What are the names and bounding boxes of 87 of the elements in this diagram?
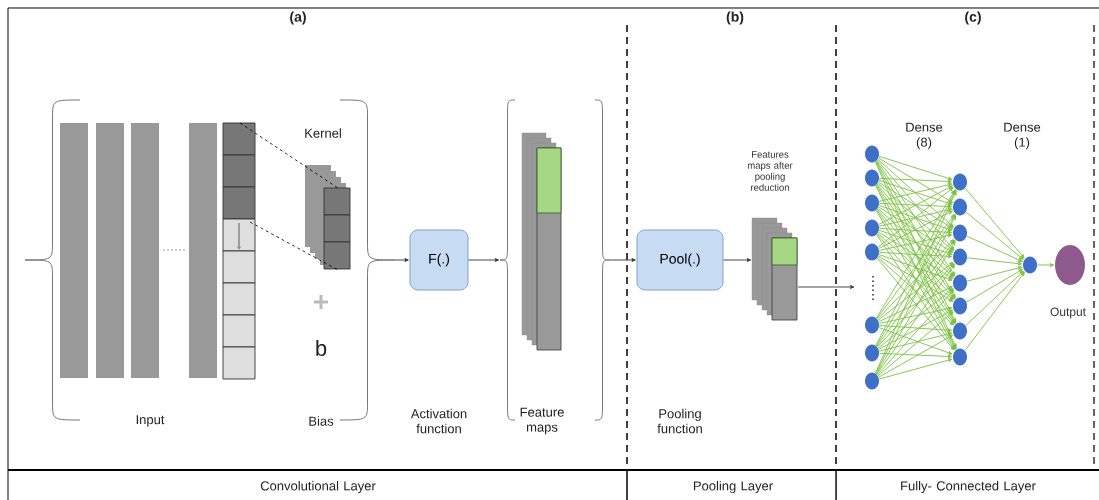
neuron-circle <box>953 248 967 266</box>
neuron-circle <box>865 145 879 163</box>
arrow <box>964 187 1025 259</box>
arrow <box>877 207 954 278</box>
arrow <box>878 177 953 184</box>
feature-map-drawing <box>499 99 611 421</box>
feature-map-drawing <box>751 217 798 321</box>
arrow <box>966 235 1023 262</box>
arrow <box>877 255 954 302</box>
arrow <box>878 309 953 350</box>
arrow <box>878 325 953 333</box>
arrow <box>878 286 953 323</box>
label: Activation function <box>410 408 467 434</box>
arrow <box>878 334 953 378</box>
arrow <box>878 155 953 181</box>
neuron-circle <box>1023 256 1037 274</box>
arrow <box>468 258 500 262</box>
node-label: Features maps after pooling reduction <box>747 151 793 191</box>
arrow <box>966 266 1023 282</box>
arrow <box>876 183 955 277</box>
arrow <box>877 231 954 279</box>
function-box: Pool(.) <box>636 229 724 291</box>
neuron-circle <box>865 169 879 187</box>
arrow <box>609 258 636 262</box>
neuron-circle <box>865 194 879 212</box>
layer-name: Fully- Connected Layer <box>901 480 1036 494</box>
arrow <box>876 208 955 300</box>
label: Feature maps <box>520 407 564 435</box>
arrow <box>964 271 1025 352</box>
arrow <box>965 211 1024 260</box>
label: Input <box>136 415 165 427</box>
neuron-circle <box>953 274 967 292</box>
arrow <box>876 264 956 375</box>
arrow <box>878 229 953 256</box>
arrow <box>878 251 953 259</box>
arrow <box>878 358 953 380</box>
arrow <box>878 306 953 324</box>
panel-letter: (c) <box>965 11 981 25</box>
arrow <box>876 160 956 276</box>
neuron-circle <box>865 219 879 237</box>
arrow <box>877 288 954 349</box>
neuron-circle <box>953 297 967 315</box>
arrow <box>876 184 956 299</box>
neuron-circle <box>953 348 967 366</box>
arrow <box>876 289 955 376</box>
arrow <box>966 268 1023 303</box>
label: Dense (8) <box>906 122 943 150</box>
layer-name: Pooling Layer <box>693 480 773 494</box>
label: Pooling function <box>657 408 702 434</box>
neuron-circle <box>865 344 879 362</box>
panel-letter: (a) <box>290 11 306 25</box>
label: Dense (1) <box>1004 122 1041 150</box>
arrow <box>966 257 1023 266</box>
neuron-circle <box>953 198 967 216</box>
arrow <box>878 254 953 281</box>
arrow <box>878 352 953 359</box>
arrow <box>723 258 752 262</box>
arrow <box>394 258 409 262</box>
arrow <box>878 327 953 355</box>
arrow <box>875 240 956 375</box>
label: Kernel <box>305 128 341 138</box>
label: Bias <box>309 416 334 426</box>
neuron-circle <box>865 243 879 261</box>
arrow <box>876 159 955 251</box>
arrow <box>797 285 855 289</box>
neuron-circle <box>865 372 879 390</box>
layer-name: Convolutional Layer <box>260 480 376 494</box>
neuron-circle <box>953 173 967 191</box>
node-label: Output <box>1050 307 1086 319</box>
arrow <box>878 202 953 209</box>
arrow <box>877 311 954 377</box>
arrow <box>1036 263 1055 267</box>
output-circle <box>1055 245 1085 285</box>
neuron-circle <box>953 224 967 242</box>
function-box: F(.) <box>409 229 469 291</box>
neuron-circle <box>865 316 879 334</box>
neuron-circle <box>953 322 967 340</box>
symbol: b <box>316 339 327 357</box>
arrow <box>878 332 953 352</box>
arrow <box>875 160 956 299</box>
arrow <box>878 157 953 203</box>
arrow <box>878 227 953 235</box>
arrow <box>877 232 954 301</box>
arrow <box>877 158 954 228</box>
panel-letter: (b) <box>726 11 744 25</box>
arrow <box>878 233 953 251</box>
arrow <box>965 270 1024 327</box>
